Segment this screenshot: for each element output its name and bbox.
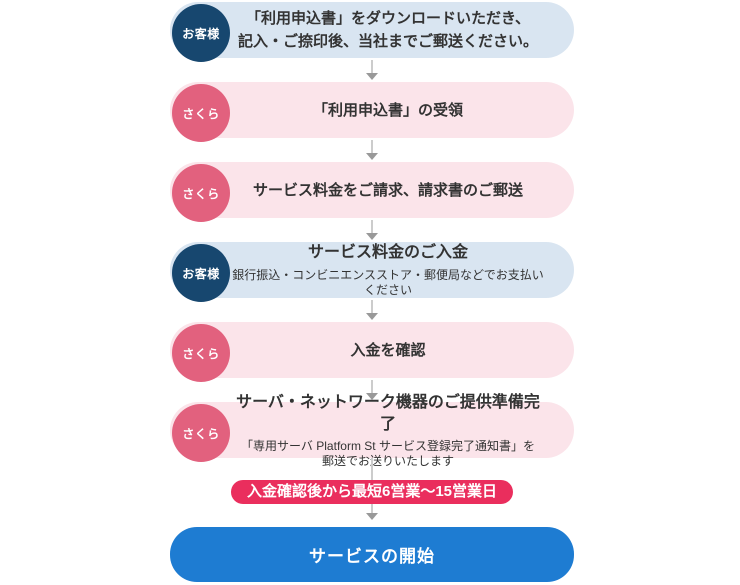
service-start-button: サービスの開始 — [170, 527, 574, 582]
arrow-stem — [371, 380, 373, 393]
arrow-down-icon — [170, 298, 574, 322]
step-subtitle-line: 郵送でお送りいたします — [321, 453, 454, 468]
actor-label: さくら — [182, 346, 220, 361]
arrow-head — [366, 313, 378, 320]
step-row-receive-form: さくら 「利用申込書」の受領 — [170, 82, 574, 142]
step-row-payment: お客様 サービス料金のご入金 銀行振込・コンビニエンスストア・郵便局などでお支払… — [170, 242, 574, 302]
flow-column: お客様 「利用申込書」をダウンロードいただき、 記入・ご捺印後、当社までご郵送く… — [170, 2, 574, 582]
arrow-down-icon — [170, 138, 574, 162]
step-title-line: 「利用申込書」をダウンロードいただき、 — [246, 10, 530, 27]
step-row-confirm-payment: さくら 入金を確認 — [170, 322, 574, 382]
step-text: サービス料金のご入金 銀行振込・コンビニエンスストア・郵便局などでお支払いくださ… — [230, 242, 546, 298]
arrow-stem — [371, 220, 373, 233]
arrow-head — [366, 513, 378, 520]
actor-badge: さくら — [172, 164, 230, 222]
step-text: サーバ・ネットワーク機器のご提供準備完了 「専用サーバ Platform St … — [230, 392, 546, 469]
step-text: 「利用申込書」をダウンロードいただき、 記入・ご捺印後、当社までご郵送ください。 — [230, 7, 546, 53]
actor-label: さくら — [182, 186, 220, 201]
arrow-down-icon: 入金確認後から最短6営業～15営業日 — [170, 458, 574, 527]
arrow-stem — [371, 60, 373, 73]
step-subtitle-line: 「専用サーバ Platform St サービス登録完了通知書」を — [241, 438, 535, 453]
step-title-line: 記入・ご捺印後、当社までご郵送ください。 — [237, 33, 538, 50]
arrow-head — [366, 393, 378, 400]
step-subtitle: 銀行振込・コンビニエンスストア・郵便局などでお支払いください — [232, 268, 544, 297]
arrow-stem — [371, 300, 373, 313]
step-title: サービス料金をご請求、請求書のご郵送 — [252, 181, 523, 199]
arrow-down-icon — [170, 378, 574, 402]
step-text: サービス料金をご請求、請求書のご郵送 — [230, 179, 546, 202]
step-row-download-form: お客様 「利用申込書」をダウンロードいただき、 記入・ご捺印後、当社までご郵送く… — [170, 2, 574, 62]
actor-label: さくら — [182, 106, 220, 121]
step-title: 入金を確認 — [350, 341, 426, 359]
arrow-stem — [371, 140, 373, 153]
step-title: サービス料金のご入金 — [307, 244, 468, 261]
step-text: 「利用申込書」の受領 — [230, 99, 546, 122]
step-text: 入金を確認 — [230, 339, 546, 362]
actor-label: お客様 — [182, 26, 220, 41]
arrow-head — [366, 153, 378, 160]
duration-badge: 入金確認後から最短6営業～15営業日 — [230, 480, 514, 504]
step-row-provisioning-complete: さくら サーバ・ネットワーク機器のご提供準備完了 「専用サーバ Platform… — [170, 394, 574, 468]
actor-badge: お客様 — [172, 4, 230, 62]
step-title: 「利用申込書」の受領 — [312, 101, 463, 119]
step-row-invoice: さくら サービス料金をご請求、請求書のご郵送 — [170, 162, 574, 222]
actor-badge: お客様 — [172, 244, 230, 302]
arrow-head — [366, 73, 378, 80]
arrow-down-icon — [170, 58, 574, 82]
actor-label: さくら — [182, 426, 220, 441]
actor-badge: さくら — [172, 404, 230, 462]
actor-badge: さくら — [172, 84, 230, 142]
arrow-head — [366, 233, 378, 240]
arrow-down-icon — [170, 218, 574, 242]
actor-badge: さくら — [172, 324, 230, 382]
step-title: サーバ・ネットワーク機器のご提供準備完了 — [236, 393, 540, 433]
actor-label: お客様 — [182, 266, 220, 281]
